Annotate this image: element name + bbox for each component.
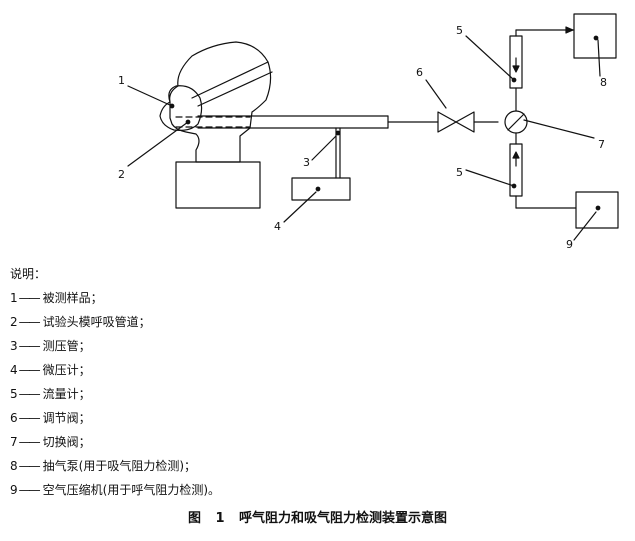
legend-item: 7——切换阀； bbox=[10, 430, 610, 454]
label-9: 9 bbox=[566, 238, 573, 251]
legend-text: 试验头模呼吸管道； bbox=[42, 315, 151, 329]
suction-pump bbox=[573, 13, 617, 59]
legend-number: 7 bbox=[10, 435, 18, 449]
label-5-lower: 5 bbox=[456, 166, 463, 179]
legend-item: 2——试验头模呼吸管道； bbox=[10, 310, 610, 334]
mannequin-base bbox=[175, 161, 261, 209]
legend-dash: —— bbox=[18, 459, 41, 473]
legend-dash: —— bbox=[18, 339, 41, 353]
legend-text: 流量计； bbox=[42, 387, 91, 401]
pressure-tube bbox=[335, 127, 341, 179]
legend-item: 8——抽气泵(用于吸气阻力检测)； bbox=[10, 454, 610, 478]
legend-text: 空气压缩机(用于呼气阻力检测)。 bbox=[42, 483, 221, 497]
legend-dash: —— bbox=[18, 411, 41, 425]
legend-number: 4 bbox=[10, 363, 18, 377]
figure-caption: 图 1 呼气阻力和吸气阻力检测装置示意图 bbox=[187, 511, 448, 526]
label-2: 2 bbox=[118, 168, 125, 181]
label-5-upper: 5 bbox=[456, 24, 463, 37]
legend-item: 1——被测样品； bbox=[10, 286, 610, 310]
head-mannequin bbox=[169, 41, 272, 163]
legend-dash: —— bbox=[18, 483, 41, 497]
legend-number: 2 bbox=[10, 315, 18, 329]
label-7: 7 bbox=[598, 138, 605, 151]
legend-number: 8 bbox=[10, 459, 18, 473]
label-4: 4 bbox=[274, 220, 281, 233]
legend-item: 4——微压计； bbox=[10, 358, 610, 382]
legend-dash: —— bbox=[18, 315, 41, 329]
air-compressor bbox=[575, 191, 619, 229]
legend-text: 抽气泵(用于吸气阻力检测)； bbox=[42, 459, 197, 473]
legend-text: 调节阀； bbox=[42, 411, 91, 425]
legend-item: 6——调节阀； bbox=[10, 406, 610, 430]
legend-text: 被测样品； bbox=[42, 291, 103, 305]
legend-item: 5——流量计； bbox=[10, 382, 610, 406]
legend: 说明： 1——被测样品； 2——试验头模呼吸管道； 3——测压管； 4——微压计… bbox=[10, 262, 610, 502]
legend-number: 1 bbox=[10, 291, 18, 305]
legend-number: 3 bbox=[10, 339, 18, 353]
mask-sample bbox=[159, 85, 203, 131]
legend-item: 9——空气压缩机(用于呼气阻力检测)。 bbox=[10, 478, 610, 502]
label-3: 3 bbox=[303, 156, 310, 169]
legend-number: 5 bbox=[10, 387, 18, 401]
legend-number: 9 bbox=[10, 483, 18, 497]
legend-text: 测压管； bbox=[42, 339, 91, 353]
legend-item: 3——测压管； bbox=[10, 334, 610, 358]
regulating-valve bbox=[437, 111, 475, 133]
legend-dash: —— bbox=[18, 435, 41, 449]
legend-dash: —— bbox=[18, 291, 41, 305]
legend-text: 切换阀； bbox=[42, 435, 91, 449]
legend-dash: —— bbox=[18, 363, 41, 377]
legend-text: 微压计； bbox=[42, 363, 91, 377]
label-1: 1 bbox=[118, 74, 125, 87]
label-6: 6 bbox=[416, 66, 423, 79]
apparatus-diagram: 1 2 3 4 5 5 6 7 8 9 bbox=[118, 13, 619, 251]
label-8: 8 bbox=[600, 76, 607, 89]
micromanometer bbox=[291, 177, 351, 201]
head-strap bbox=[191, 61, 273, 107]
legend-title: 说明： bbox=[10, 267, 47, 281]
legend-dash: —— bbox=[18, 387, 41, 401]
legend-number: 6 bbox=[10, 411, 18, 425]
